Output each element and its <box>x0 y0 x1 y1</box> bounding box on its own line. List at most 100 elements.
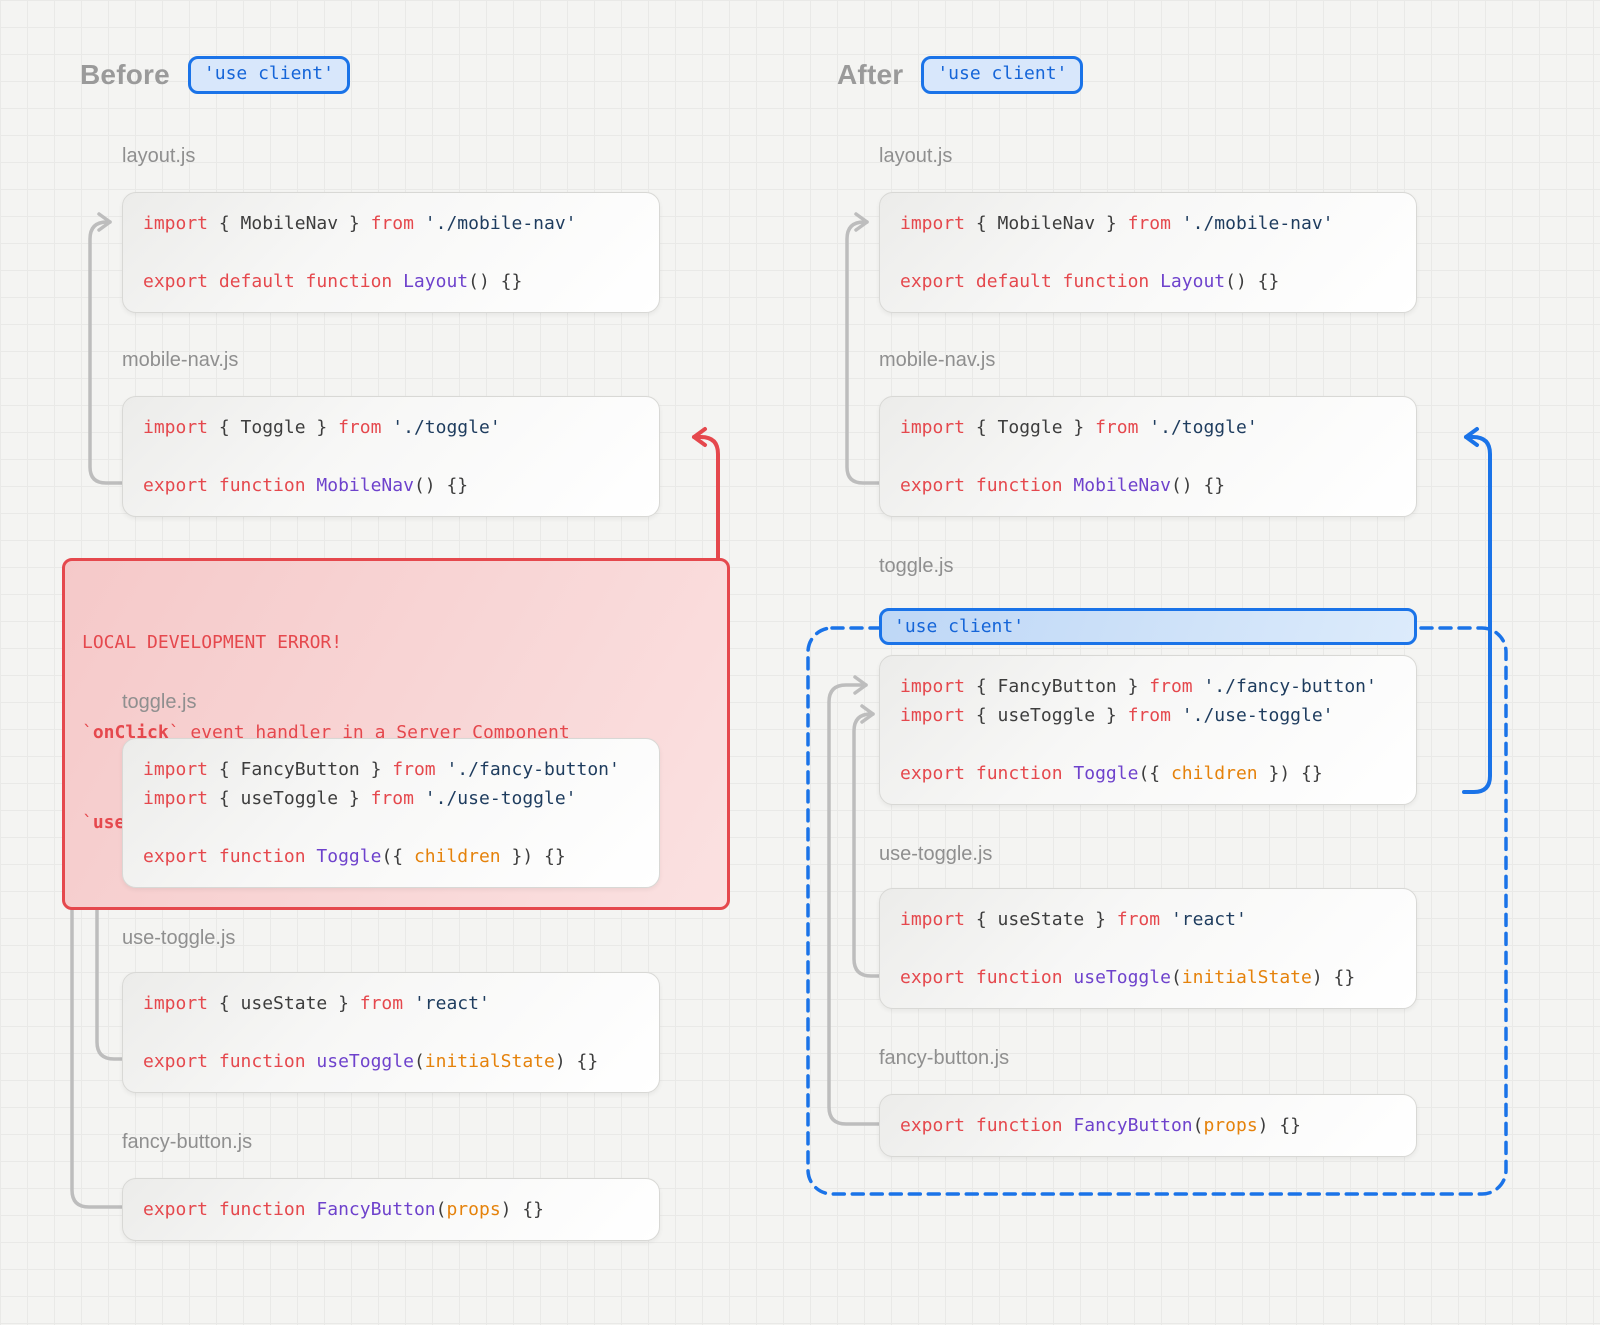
use-client-banner: 'use client' <box>879 608 1417 645</box>
code-line <box>900 934 1396 963</box>
code-token: { Toggle } <box>965 417 1096 438</box>
code-token: MobileNav <box>1073 475 1171 496</box>
code-token: import <box>900 909 966 930</box>
code-token: ({ <box>1138 763 1171 784</box>
code-token <box>1160 909 1171 930</box>
error-line-onclick: `onClick` event handler in a Server Comp… <box>82 718 710 748</box>
code-token <box>414 213 425 234</box>
code-token: from <box>1095 417 1139 438</box>
before-heading: Before <box>80 59 170 90</box>
code-line: export default function Layout() {} <box>900 267 1396 296</box>
code-token: () {} <box>468 271 523 292</box>
code-token: import <box>900 676 966 697</box>
code-token: './mobile-nav' <box>1181 213 1334 234</box>
file-label-layout-after: layout.js <box>879 145 953 167</box>
code-token: 'react' <box>1170 909 1247 930</box>
code-token: initialState <box>1181 967 1312 988</box>
code-token: initialState <box>424 1051 555 1072</box>
code-line <box>143 238 639 267</box>
code-token: from <box>370 788 414 809</box>
code-token: from <box>1127 705 1171 726</box>
code-block-fancy-button-after: export function FancyButton(props) {} <box>879 1094 1417 1157</box>
code-line: import { useToggle } from './use-toggle' <box>143 784 639 813</box>
code-token: './use-toggle' <box>424 788 577 809</box>
code-token: { useToggle } <box>965 705 1128 726</box>
code-token: Layout <box>1160 271 1226 292</box>
code-token: from <box>1149 676 1193 697</box>
file-label-toggle-after: toggle.js <box>879 555 954 577</box>
code-block-use-toggle-before: import { useState } from 'react' export … <box>122 972 660 1093</box>
code-token: export function <box>143 1051 306 1072</box>
code-token: { MobileNav } <box>965 213 1128 234</box>
error-text-segment: ` <box>82 722 93 743</box>
code-line: import { FancyButton } from './fancy-but… <box>143 755 639 784</box>
code-token: import <box>143 417 209 438</box>
code-line <box>143 1018 639 1047</box>
code-token: { useState } <box>965 909 1117 930</box>
code-token: import <box>143 213 209 234</box>
code-token <box>1063 967 1074 988</box>
code-token: export function <box>900 967 1063 988</box>
code-token: export default function <box>143 271 393 292</box>
code-token: from <box>1127 213 1171 234</box>
code-block-mobile-nav-before: import { Toggle } from './toggle' export… <box>122 396 660 517</box>
code-line <box>143 442 639 471</box>
file-label-use-toggle-after: use-toggle.js <box>879 843 993 865</box>
code-line: export function useToggle(initialState) … <box>900 963 1396 992</box>
arrow-after-fancybutton-to-toggle <box>827 675 881 1126</box>
code-line: import { MobileNav } from './mobile-nav' <box>143 209 639 238</box>
code-token: from <box>338 417 382 438</box>
use-client-badge-before: 'use client' <box>187 56 350 94</box>
code-token: FancyButton <box>316 1199 436 1220</box>
code-token <box>1193 676 1204 697</box>
code-line: import { useState } from 'react' <box>143 989 639 1018</box>
arrow-after-usetoggle-to-toggle <box>852 704 881 978</box>
file-label-fancy-button-before: fancy-button.js <box>122 1131 253 1153</box>
code-line <box>143 813 639 842</box>
code-token <box>381 417 392 438</box>
code-line: export function Toggle({ children }) {} <box>900 759 1396 788</box>
code-token: ( <box>413 1051 425 1072</box>
code-token: () {} <box>1225 271 1280 292</box>
code-token <box>1063 1115 1074 1136</box>
code-block-mobile-nav-after: import { Toggle } from './toggle' export… <box>879 396 1417 517</box>
code-token: ) {} <box>1311 967 1356 988</box>
code-token: ) {} <box>554 1051 599 1072</box>
code-token <box>1171 213 1182 234</box>
code-token: }) {} <box>1257 763 1323 784</box>
code-token: export function <box>900 475 1063 496</box>
code-line: import { Toggle } from './toggle' <box>900 413 1396 442</box>
code-token: import <box>143 993 209 1014</box>
code-line: import { useState } from 'react' <box>900 905 1396 934</box>
code-block-layout-before: import { MobileNav } from './mobile-nav'… <box>122 192 660 313</box>
arrow-client-toggle-to-mobilenav <box>1462 427 1492 794</box>
code-token: MobileNav <box>316 475 414 496</box>
code-token: export function <box>143 846 306 867</box>
code-token <box>403 993 414 1014</box>
code-token <box>306 846 317 867</box>
code-block-fancy-button-before: export function FancyButton(props) {} <box>122 1178 660 1241</box>
code-line: export function useToggle(initialState) … <box>143 1047 639 1076</box>
code-line <box>900 730 1396 759</box>
after-heading-row: After 'use client' <box>837 56 1084 94</box>
code-token: FancyButton <box>1073 1115 1193 1136</box>
code-block-toggle-after: import { FancyButton } from './fancy-but… <box>879 655 1417 805</box>
code-token: ( <box>435 1199 447 1220</box>
code-token: ) {} <box>1257 1115 1302 1136</box>
after-heading: After <box>837 59 904 90</box>
code-line <box>900 442 1396 471</box>
code-token: from <box>359 993 404 1014</box>
code-token: from <box>1116 909 1161 930</box>
code-token: import <box>143 759 209 780</box>
error-text-segment: ` event handler in a Server Component <box>168 722 570 743</box>
before-heading-row: Before 'use client' <box>80 56 350 94</box>
file-label-layout-before: layout.js <box>122 145 196 167</box>
code-token: export function <box>900 763 1063 784</box>
code-token <box>306 1051 317 1072</box>
code-token: import <box>143 788 209 809</box>
file-label-use-toggle-before: use-toggle.js <box>122 927 236 949</box>
code-token <box>1171 705 1182 726</box>
code-token: import <box>900 417 966 438</box>
code-token: import <box>900 705 966 726</box>
